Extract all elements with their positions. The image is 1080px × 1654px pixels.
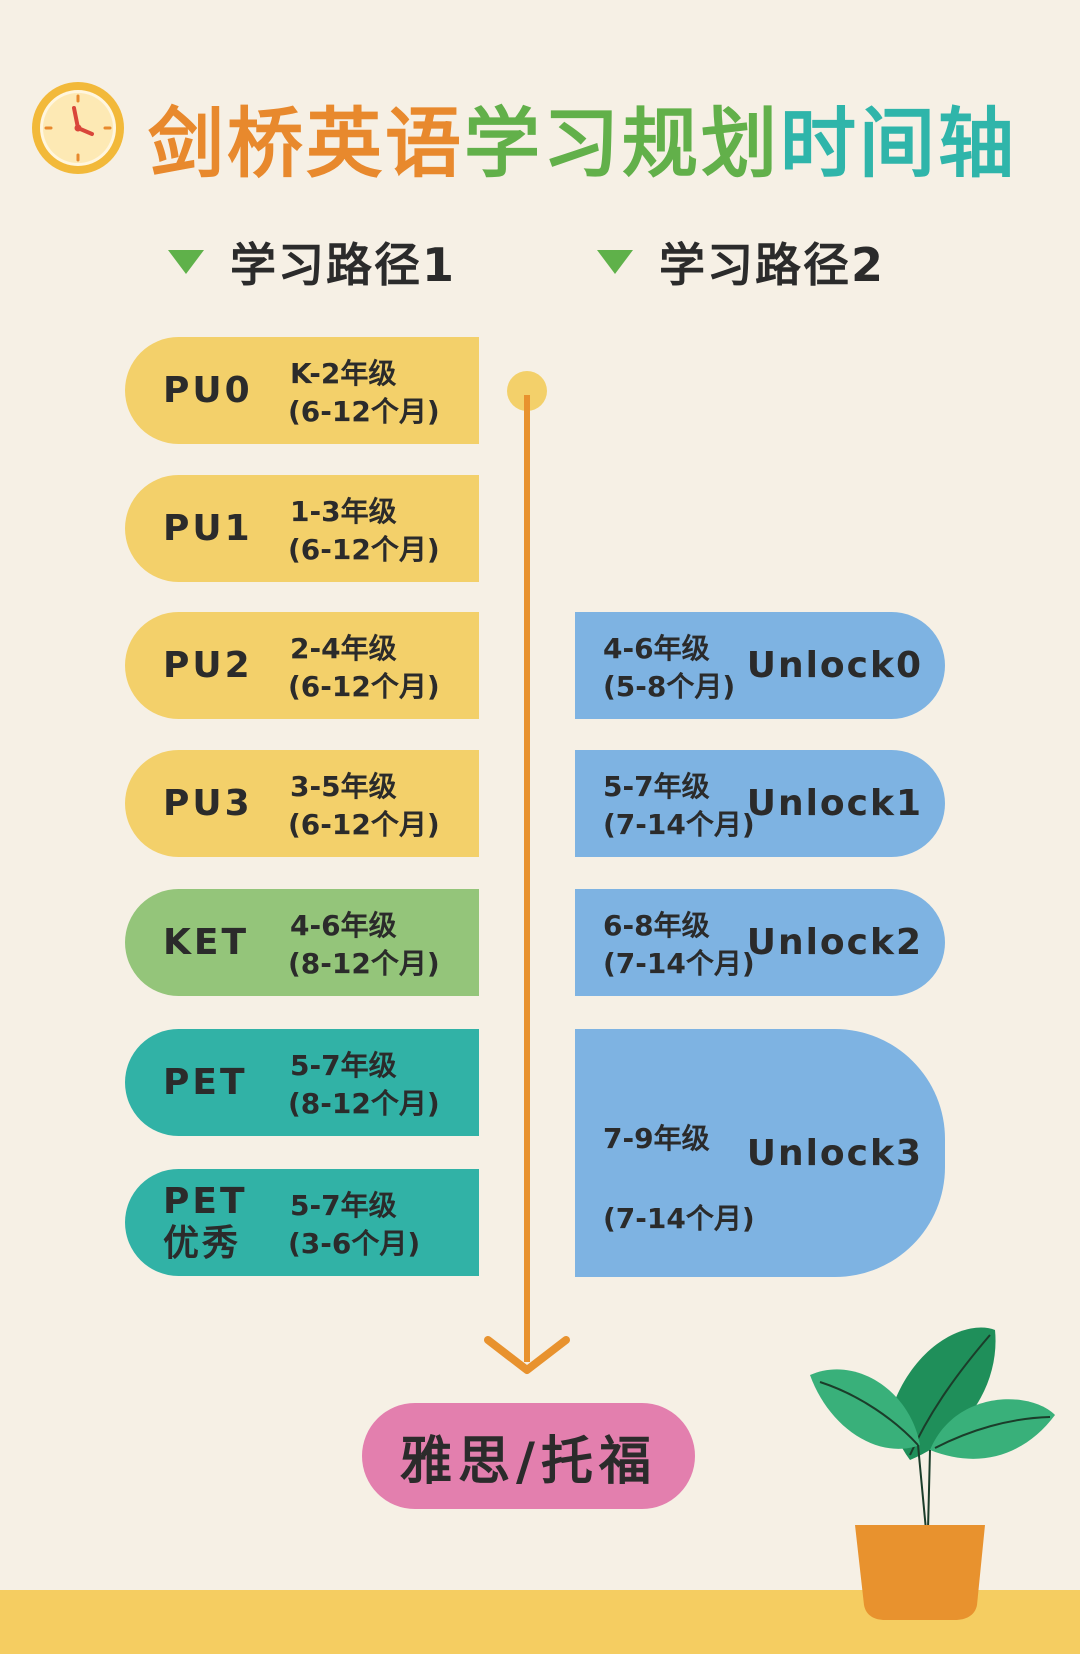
triangle-down-icon — [597, 250, 633, 274]
course-name: PET 优秀 — [163, 1169, 248, 1276]
course-name: PU1 — [163, 508, 253, 549]
grade-range: K-2年级 — [290, 357, 397, 390]
path2-label: 学习路径2 — [659, 238, 886, 292]
duration: (7-14个月) — [603, 808, 755, 841]
duration: (8-12个月) — [288, 947, 440, 980]
path2-card-unlock1: 5-7年级 (7-14个月) Unlock1 — [575, 750, 945, 857]
path1-card-pet-excellent: PET 优秀 5-7年级 (3-6个月) — [125, 1169, 479, 1276]
grade-range: 7-9年级 — [603, 1122, 710, 1155]
path2-card-unlock2: 6-8年级 (7-14个月) Unlock2 — [575, 889, 945, 996]
course-name: PU2 — [163, 645, 253, 686]
path1-card-ket: KET 4-6年级 (8-12个月) — [125, 889, 479, 996]
duration: (8-12个月) — [288, 1087, 440, 1120]
path1-card-pu0: PU0 K-2年级 (6-12个月) — [125, 337, 479, 444]
course-name: PU0 — [163, 370, 253, 411]
duration: (7-14个月) — [603, 1202, 755, 1235]
grade-range: 1-3年级 — [290, 495, 397, 528]
course-name: Unlock0 — [746, 645, 923, 686]
path1-card-pu3: PU3 3-5年级 (6-12个月) — [125, 750, 479, 857]
goal-badge: 雅思/托福 — [362, 1403, 695, 1509]
course-name: Unlock1 — [746, 783, 923, 824]
grade-range: 5-7年级 — [290, 1189, 397, 1222]
duration: (5-8个月) — [603, 670, 736, 703]
duration: (6-12个月) — [288, 670, 440, 703]
title-part-3: 时间轴 — [780, 99, 1017, 188]
course-name: Unlock3 — [746, 1132, 923, 1174]
duration: (6-12个月) — [288, 395, 440, 428]
path2-header: 学习路径2 — [597, 232, 885, 292]
timeline-start-dot — [507, 371, 547, 411]
path1-label: 学习路径1 — [230, 238, 457, 292]
grade-range: 2-4年级 — [290, 632, 397, 665]
course-name: PU3 — [163, 783, 253, 824]
course-name: KET — [163, 922, 250, 963]
page-title: 剑桥英语学习规划时间轴 — [0, 78, 1080, 188]
grade-range: 3-5年级 — [290, 770, 397, 803]
title-part-2: 学习规划 — [464, 99, 780, 188]
clock-icon — [32, 82, 124, 174]
duration: (3-6个月) — [288, 1227, 421, 1260]
path1-card-pu2: PU2 2-4年级 (6-12个月) — [125, 612, 479, 719]
grade-range: 5-7年级 — [290, 1049, 397, 1082]
path1-header: 学习路径1 — [168, 232, 456, 292]
grade-range: 4-6年级 — [603, 632, 710, 665]
path1-card-pet: PET 5-7年级 (8-12个月) — [125, 1029, 479, 1136]
path1-card-pu1: PU1 1-3年级 (6-12个月) — [125, 475, 479, 582]
path2-card-unlock0: 4-6年级 (5-8个月) Unlock0 — [575, 612, 945, 719]
grade-range: 4-6年级 — [290, 909, 397, 942]
grade-range: 6-8年级 — [603, 909, 710, 942]
title-part-1: 剑桥英语 — [148, 99, 464, 188]
path2-card-unlock3: 7-9年级 (7-14个月) Unlock3 — [575, 1029, 945, 1277]
course-name: PET — [163, 1062, 248, 1103]
potted-plant-icon — [810, 1327, 1055, 1620]
arrow-down-icon — [484, 1336, 570, 1374]
course-name-line2: 优秀 — [163, 1222, 242, 1264]
duration: (6-12个月) — [288, 808, 440, 841]
course-name: Unlock2 — [746, 922, 923, 963]
duration: (6-12个月) — [288, 533, 440, 566]
grade-range: 5-7年级 — [603, 770, 710, 803]
course-name-line1: PET — [163, 1180, 248, 1222]
duration: (7-14个月) — [603, 947, 755, 980]
triangle-down-icon — [168, 250, 204, 274]
